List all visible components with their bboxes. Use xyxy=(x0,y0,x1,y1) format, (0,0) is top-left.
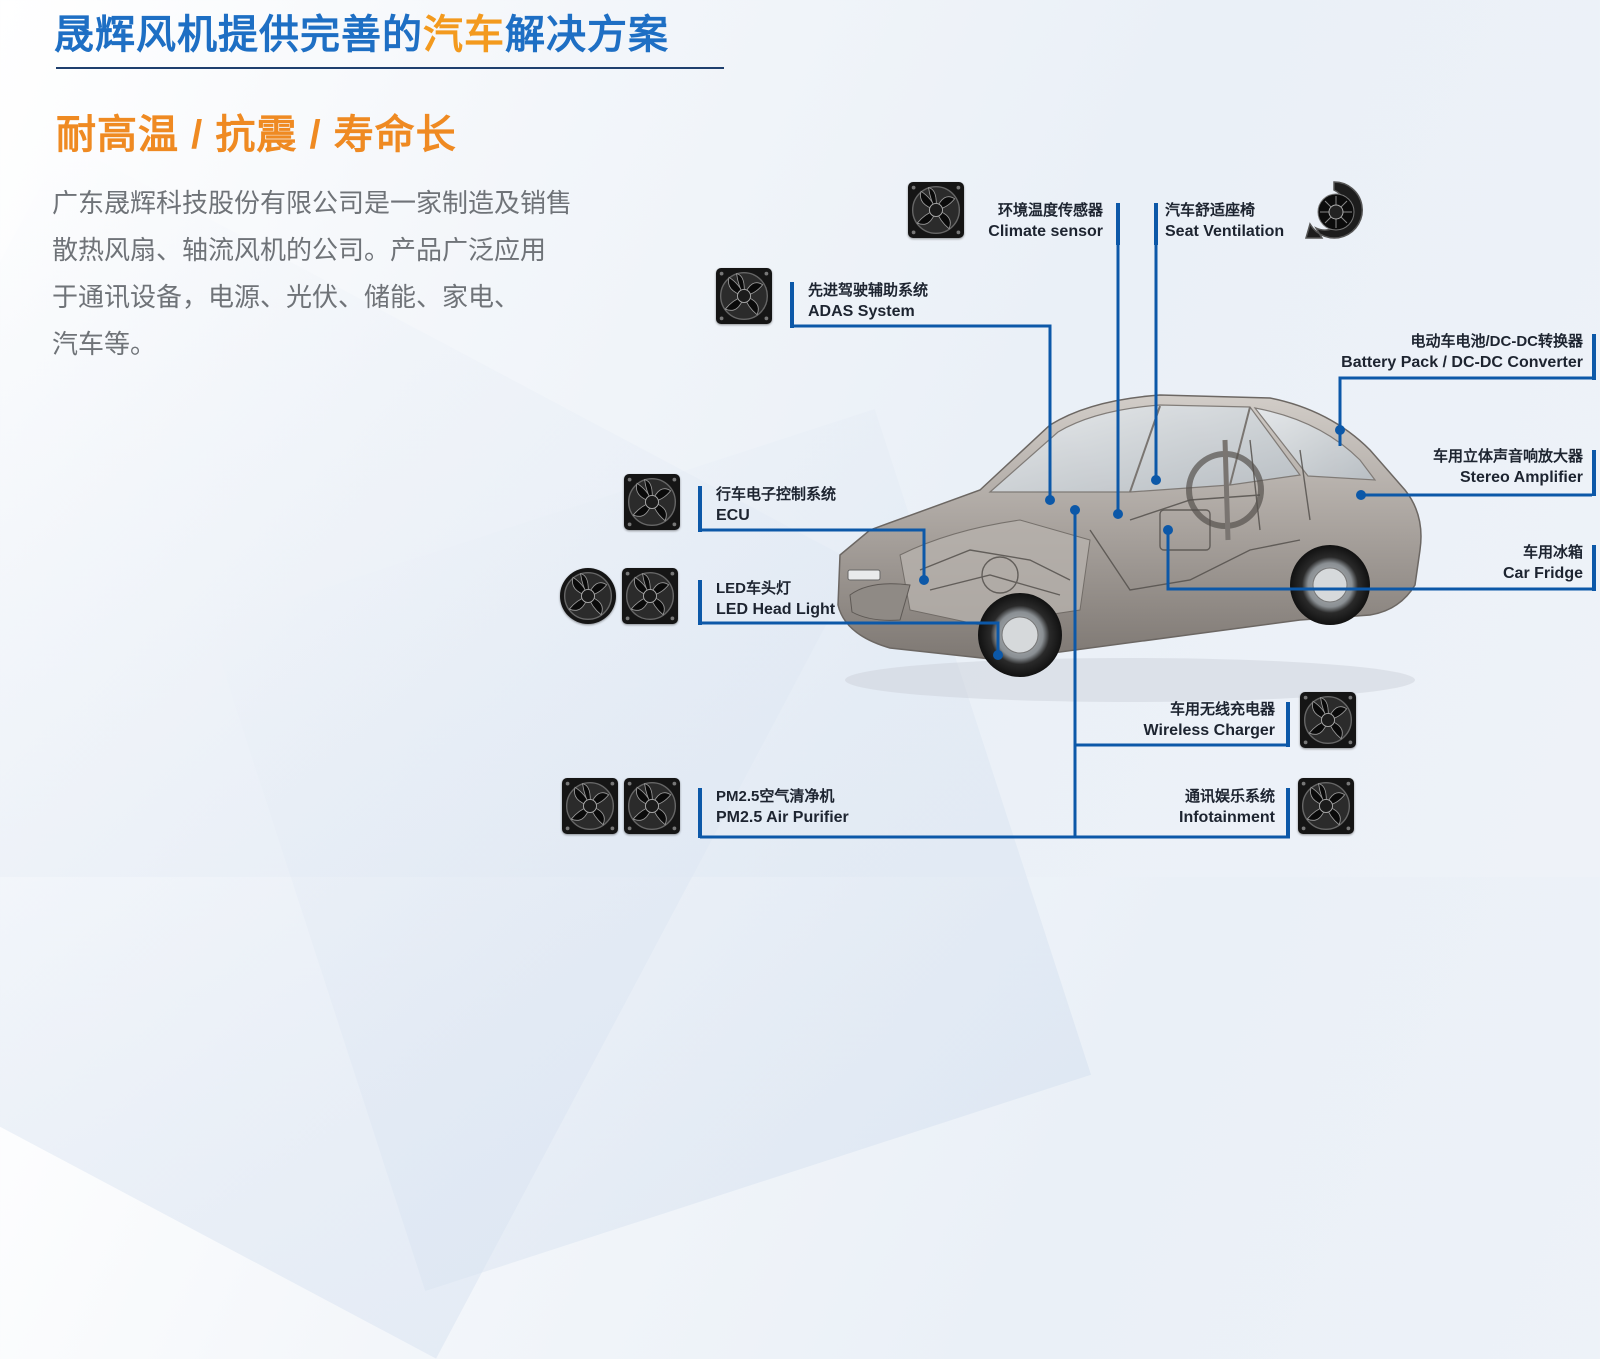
connector-dot xyxy=(1045,495,1055,505)
label-bar xyxy=(1154,203,1158,245)
connector-ecu xyxy=(700,528,926,580)
car-illustration xyxy=(830,380,1430,715)
connector-led xyxy=(700,621,1000,655)
fan-icon xyxy=(562,778,618,834)
intro-line: 广东晟辉科技股份有限公司是一家制造及销售 xyxy=(52,188,573,218)
fan-icon xyxy=(1300,692,1356,748)
connector-dot xyxy=(1151,475,1161,485)
fan-icon xyxy=(908,182,964,238)
connector-adas xyxy=(792,324,1052,500)
fan-icon xyxy=(622,568,678,624)
label-bar xyxy=(1592,334,1596,380)
page-subtitle: 耐高温 / 抗震 / 寿命长 xyxy=(56,113,457,157)
connector-dot xyxy=(1356,490,1366,500)
label-bar xyxy=(1592,450,1596,496)
connector-battery xyxy=(1338,376,1592,446)
page-title: 晟辉风机提供完善的汽车解决方案 xyxy=(54,13,669,57)
connector-dot xyxy=(1163,525,1173,535)
label-bar xyxy=(790,282,794,328)
intro-line: 散热风扇、轴流风机的公司。产品广泛应用 xyxy=(52,235,547,265)
intro-paragraph: 广东晟辉科技股份有限公司是一家制造及销售 散热风扇、轴流风机的公司。产品广泛应用… xyxy=(52,180,652,368)
connector-dot xyxy=(1070,505,1080,515)
label-bar xyxy=(698,788,702,838)
label-bar xyxy=(698,580,702,625)
label-bar xyxy=(1592,545,1596,591)
connector-dot xyxy=(993,650,1003,660)
label-bar xyxy=(1286,702,1290,747)
title-highlight: 汽车 xyxy=(423,13,505,57)
fan-icon xyxy=(624,474,680,530)
connector-lines xyxy=(700,205,1592,839)
label-bar xyxy=(1286,788,1290,838)
fan-icon xyxy=(716,268,772,324)
connector-fridge xyxy=(1166,530,1592,591)
connector-dot xyxy=(1335,425,1345,435)
title-underline xyxy=(56,67,724,69)
fan-icon xyxy=(1298,778,1354,834)
connector-dot xyxy=(919,575,929,585)
intro-line: 于通讯设备，电源、光伏、储能、家电、 xyxy=(52,282,521,312)
fan-icon xyxy=(560,568,616,624)
connector-dot xyxy=(1113,509,1123,519)
label-bar xyxy=(1116,203,1120,245)
intro-line: 汽车等。 xyxy=(52,329,157,359)
label-bar xyxy=(698,486,702,532)
blower-fan-icon xyxy=(1302,178,1366,242)
fan-icon xyxy=(624,778,680,834)
